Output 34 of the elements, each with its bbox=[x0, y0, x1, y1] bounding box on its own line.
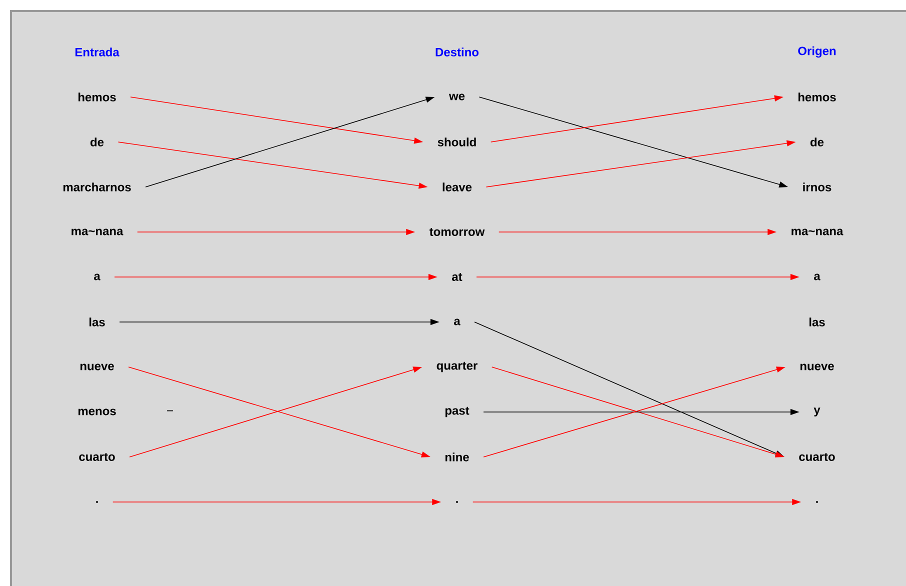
word: should bbox=[438, 138, 476, 146]
word: y bbox=[814, 408, 820, 416]
word: a bbox=[94, 274, 100, 280]
word: ma~nana bbox=[792, 228, 844, 236]
column-heading: Origen bbox=[798, 46, 836, 58]
word: nueve bbox=[800, 364, 834, 370]
word: cuarto bbox=[79, 453, 115, 461]
word: nueve bbox=[80, 364, 114, 370]
word: hemos bbox=[78, 92, 116, 102]
word: las bbox=[90, 318, 105, 326]
word: a bbox=[814, 274, 820, 280]
column-heading: Entrada bbox=[75, 48, 120, 56]
word: menos bbox=[78, 408, 116, 416]
word: a bbox=[454, 318, 460, 326]
word: de bbox=[90, 138, 104, 146]
word: de bbox=[810, 138, 824, 146]
word: tomorrow bbox=[429, 228, 485, 236]
word: las bbox=[810, 318, 825, 326]
word: cuarto bbox=[799, 453, 835, 461]
word: quarter bbox=[436, 362, 478, 372]
word: past bbox=[445, 406, 470, 418]
word: marcharnos bbox=[63, 182, 131, 192]
word: at bbox=[452, 273, 462, 281]
column-heading: Destino bbox=[436, 48, 479, 56]
word: . bbox=[456, 501, 458, 503]
word: nine bbox=[445, 452, 469, 462]
word: we bbox=[448, 94, 465, 100]
word: hemos bbox=[798, 92, 836, 102]
word: ma~nana bbox=[72, 228, 124, 236]
word: irnos bbox=[803, 182, 832, 192]
word: . bbox=[816, 501, 818, 503]
dash-mark: – bbox=[167, 410, 173, 412]
word: . bbox=[96, 501, 98, 503]
word: leave bbox=[442, 182, 472, 192]
